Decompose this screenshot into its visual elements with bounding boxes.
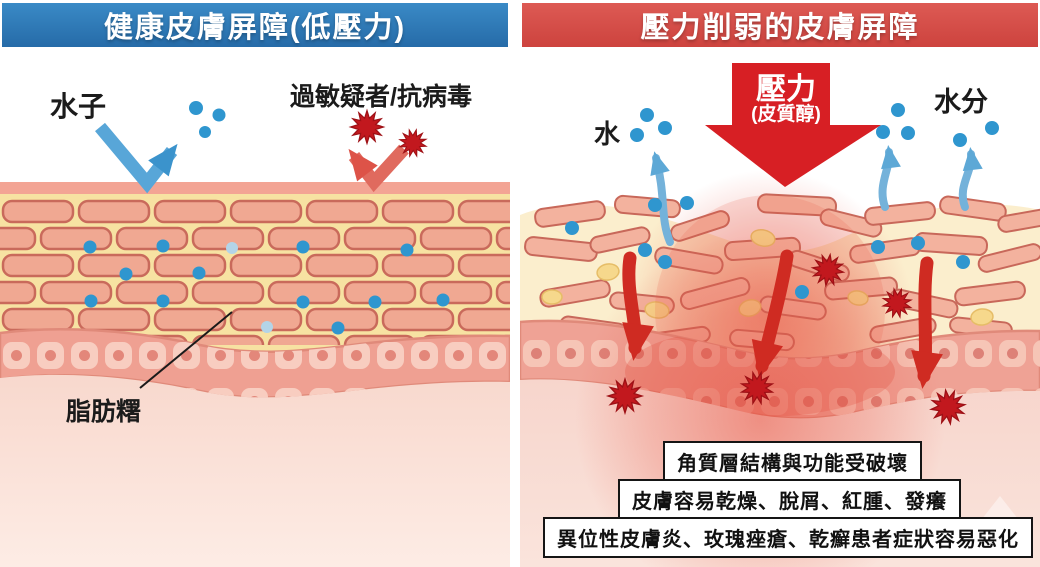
stress-arrow-icon (705, 63, 881, 187)
water-label-left-panel: 水子 (50, 91, 107, 122)
moisture-dots (565, 103, 999, 299)
allergen-bounce-arrow-icon (348, 109, 430, 193)
allergen-label: 過敏疑者/抗病毒 (290, 83, 472, 111)
stress-arrow-label: 壓力 (756, 73, 816, 106)
callout-symptoms: 皮膚容易乾燥、脫屑、紅腫、發癢 (618, 479, 961, 520)
moisture-label-right-panel: 水分 (934, 87, 988, 117)
moisture-dots (83, 239, 450, 335)
right-panel-title: 壓力削弱的皮膚屏障 (522, 3, 1038, 47)
callout-barrier-damage: 角質層結構與功能受破壞 (663, 441, 922, 482)
left-panel-title: 健康皮膚屏障(低壓力) (2, 3, 508, 47)
allergen-icon (349, 109, 385, 145)
stressed-skin-illustration (520, 63, 1040, 567)
dermis-layer (0, 374, 510, 567)
lipid-label: 脂肪糬 (66, 398, 142, 426)
callout-conditions: 異位性皮膚炎、玫瑰痤瘡、乾癬患者症狀容易惡化 (543, 517, 1033, 558)
allergen-penetration-arrows (622, 249, 943, 389)
moisture-escape-arrows (650, 145, 983, 246)
cortisol-label: (皮質醇) (751, 104, 821, 125)
healthy-skin-illustration (0, 101, 510, 567)
water-label-right-panel: 水 (594, 119, 621, 149)
lipid-pointer-line (139, 311, 233, 389)
water-bounce-arrow-icon (95, 101, 226, 194)
